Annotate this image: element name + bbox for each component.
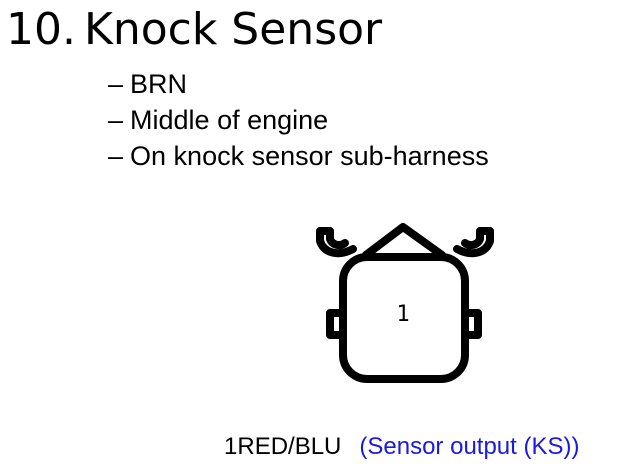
pinout-legend: 1RED/BLU (Sensor output (KS))	[224, 431, 579, 463]
bullet-text-color: BRN	[130, 69, 188, 99]
bullet-dash: –	[108, 69, 124, 99]
bullet-item: –BRN	[108, 66, 489, 102]
pin-1-label: 1	[396, 302, 409, 327]
bullet-item: –Middle of engine	[108, 102, 489, 138]
connector-left-tab	[326, 309, 347, 339]
connector-key-roof	[362, 223, 446, 259]
connector-left-latch	[316, 227, 357, 258]
bullet-text-location: Middle of engine	[130, 105, 329, 135]
bullet-dash: –	[108, 105, 124, 135]
bullet-text-harness: On knock sensor sub-harness	[130, 141, 489, 171]
pin-number: 1	[224, 433, 238, 460]
wire-color: RED/BLU	[237, 433, 342, 460]
bullet-item: –On knock sensor sub-harness	[108, 138, 489, 174]
connector-right-tab	[461, 309, 482, 339]
connector-body	[339, 253, 469, 383]
slide-number: 10.	[6, 4, 76, 55]
pin-function: (Sensor output (KS))	[359, 433, 580, 460]
connector-right-latch	[453, 227, 494, 258]
bullet-list: –BRN –Middle of engine –On knock sensor …	[108, 66, 489, 174]
slide-title: 10.Knock Sensor	[6, 2, 382, 58]
slide-title-text: Knock Sensor	[83, 4, 383, 55]
connector-diagram: 1	[316, 223, 494, 383]
bullet-dash: –	[108, 141, 124, 171]
